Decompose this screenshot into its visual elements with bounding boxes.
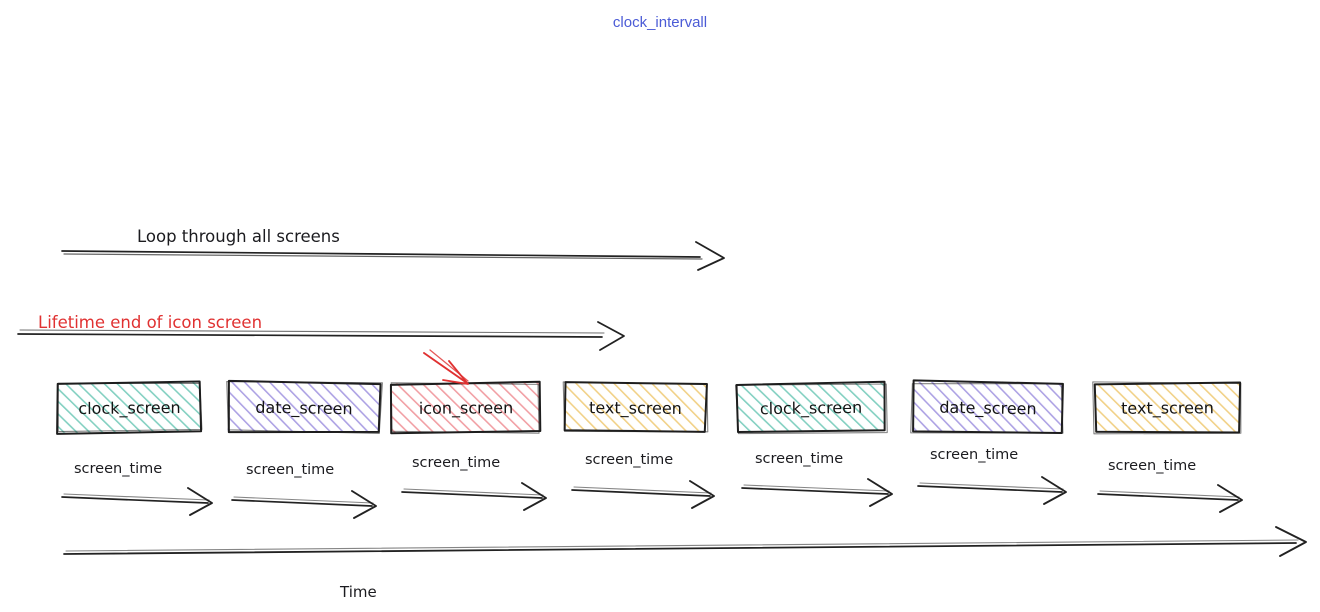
page-title: clock_intervall (613, 14, 707, 31)
screen-time-label: screen_time (412, 455, 500, 471)
screen-box[interactable]: text_screen (1092, 381, 1242, 435)
screen-box-label: clock_screen (760, 398, 863, 419)
lifetime-arrow (17, 321, 625, 351)
screen-time-label: screen_time (585, 452, 673, 468)
screen-time-group: screen_time (571, 452, 715, 509)
screen-box-label: date_screen (255, 398, 353, 420)
loop-label: Loop through all screens (137, 227, 340, 246)
screen-time-group: screen_time (61, 461, 213, 516)
lifetime-label: Lifetime end of icon screen (38, 313, 262, 332)
screen-box-label: text_screen (589, 398, 682, 419)
screen-time-group: screen_time (917, 447, 1067, 505)
time-axis-arrow (63, 526, 1307, 557)
screen-time-group: screen_time (741, 451, 893, 507)
screen-box[interactable]: clock_screen (735, 380, 888, 435)
screen-box[interactable]: date_screen (910, 379, 1064, 435)
screen-time-group: screen_time (1097, 458, 1243, 513)
screen-time-label: screen_time (755, 451, 843, 467)
screen-time-label: screen_time (930, 447, 1018, 463)
screen-box-label: text_screen (1121, 398, 1214, 418)
screen-box[interactable]: clock_screen (56, 380, 203, 435)
screen-time-group: screen_time (401, 455, 547, 511)
time-axis-label: Time (339, 583, 377, 601)
screen-time-group: screen_time (231, 462, 377, 519)
screen-box[interactable]: date_screen (226, 379, 383, 434)
screen-box-label: icon_screen (419, 398, 513, 419)
screen-box[interactable]: text_screen (562, 381, 709, 433)
screen-box[interactable]: icon_screen (389, 380, 542, 435)
screen-time-label: screen_time (74, 461, 162, 477)
screen-box-label: date_screen (939, 398, 1037, 420)
screen-box-label: clock_screen (78, 398, 180, 419)
screen-time-label: screen_time (246, 462, 334, 478)
pointer-arrow-icon (423, 349, 469, 385)
loop-arrow (61, 241, 725, 271)
screen-time-label: screen_time (1108, 458, 1196, 474)
